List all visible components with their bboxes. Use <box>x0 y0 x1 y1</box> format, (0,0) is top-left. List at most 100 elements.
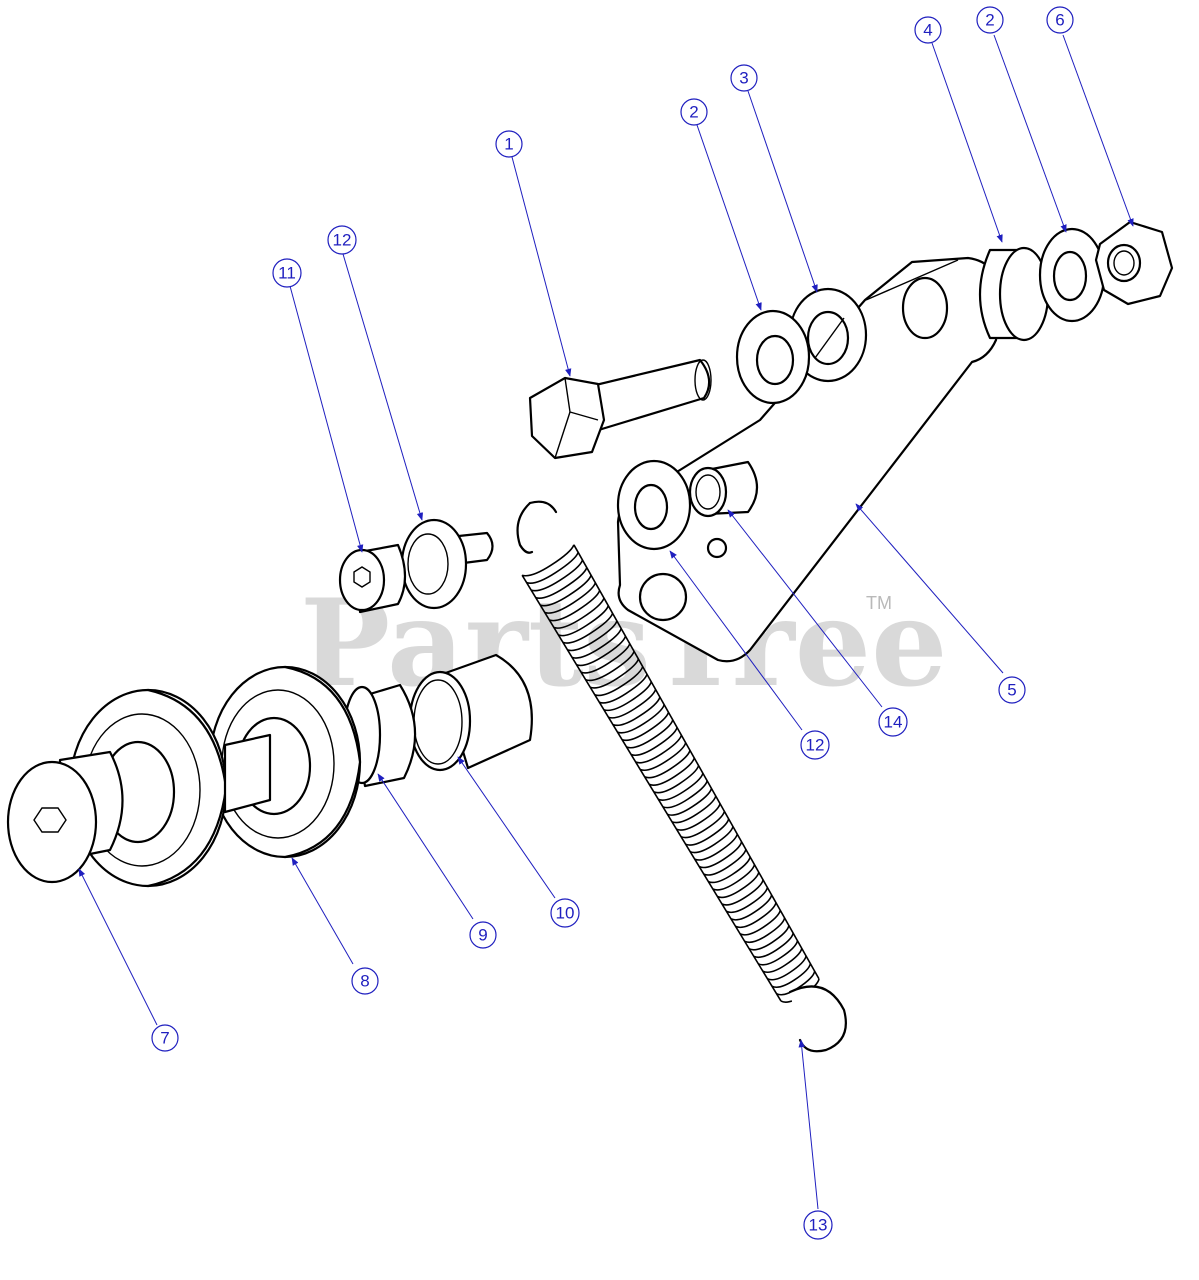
spring-coil <box>612 696 661 727</box>
callout-10-label: 10 <box>556 904 575 923</box>
callout-3-label: 3 <box>739 69 748 88</box>
bearing-rear-part <box>208 665 362 859</box>
spring-coil <box>721 879 764 906</box>
spring-coil <box>667 788 713 816</box>
spring-coil <box>680 811 726 839</box>
callout-10: 10 <box>550 898 580 928</box>
callout-2-right: 2 <box>976 6 1004 34</box>
spring-coil <box>735 902 777 929</box>
spring-coil <box>544 582 597 614</box>
spring-coil <box>535 567 588 599</box>
spring-coil <box>617 704 665 734</box>
callout-2-left: 2 <box>680 98 708 126</box>
callout-9: 9 <box>469 921 497 949</box>
spring-coil <box>753 932 794 959</box>
callout-13-label: 13 <box>809 1216 828 1235</box>
callout-6: 6 <box>1046 6 1074 34</box>
callout-14-label: 14 <box>884 713 903 732</box>
leader-lines <box>78 34 1134 1210</box>
spring-coil <box>571 628 622 659</box>
callout-5-label: 5 <box>1007 681 1016 700</box>
extension-spring-part <box>516 500 847 1053</box>
spring-coil <box>603 681 653 712</box>
callout-11: 11 <box>272 258 302 288</box>
callout-7: 7 <box>151 1024 179 1052</box>
callout-balloons: 1 2 3 4 2 6 12 11 5 14 12 <box>151 6 1074 1240</box>
spring-coil <box>653 765 700 794</box>
spring-coil <box>762 948 803 974</box>
washer-right-part <box>1038 227 1106 323</box>
callout-9-label: 9 <box>478 926 487 945</box>
spring-coil <box>676 803 721 831</box>
callout-2-right-label: 2 <box>985 11 994 30</box>
spring-coil <box>767 955 807 981</box>
callout-12-left-label: 12 <box>333 231 352 250</box>
callout-14: 14 <box>878 707 908 737</box>
spring-coil <box>562 613 614 644</box>
callout-6-label: 6 <box>1055 11 1064 30</box>
spring-coil <box>599 673 648 704</box>
spring-coil <box>717 872 760 899</box>
spring-coil <box>558 605 610 637</box>
spring-coil <box>540 574 592 607</box>
spring-coil <box>530 559 584 592</box>
spring-coil <box>748 925 790 951</box>
spring-coil <box>644 750 691 779</box>
callout-4: 4 <box>914 16 942 44</box>
spring-coil <box>589 658 640 689</box>
callout-1-label: 1 <box>504 135 513 154</box>
callout-7-label: 7 <box>160 1029 169 1048</box>
spring-coil <box>608 689 657 719</box>
spring-coil <box>689 826 734 854</box>
spring-coil <box>698 841 743 869</box>
spring-edge <box>521 574 782 1002</box>
spring-coil <box>635 734 683 764</box>
spring-coil <box>671 795 717 824</box>
callout-12-right-label: 12 <box>806 736 825 755</box>
spring-coil <box>739 910 782 936</box>
callout-11-label: 11 <box>278 264 296 283</box>
watermark-trademark: TM <box>866 593 892 613</box>
spring-coil <box>730 894 773 921</box>
bushing-part <box>688 460 759 518</box>
spring-coils <box>521 544 820 1003</box>
callout-13: 13 <box>803 1210 833 1240</box>
spring-coil <box>726 887 769 914</box>
callout-1: 1 <box>495 130 523 158</box>
spring-coil <box>744 917 786 944</box>
spring-coil <box>626 719 674 749</box>
hex-nut-part <box>1094 220 1174 306</box>
shoulder-bolt-part <box>338 518 494 614</box>
spring-coil <box>576 635 627 667</box>
spring-coil <box>553 597 605 629</box>
spacer-part <box>978 246 1050 342</box>
callout-2-left-label: 2 <box>689 103 698 122</box>
spring-coil <box>580 643 631 674</box>
callout-12-left: 12 <box>327 225 357 255</box>
spring-edge <box>573 544 820 980</box>
spring-coil <box>639 742 687 772</box>
spring-coil <box>526 552 579 584</box>
spring-coil <box>694 833 739 861</box>
spring-coil <box>521 544 575 577</box>
callout-12-right: 12 <box>800 730 830 760</box>
spring-coil <box>549 590 601 622</box>
spring-coil <box>630 727 678 757</box>
callout-3: 3 <box>730 64 758 92</box>
washer-12-right-part <box>616 459 692 551</box>
spring-coil <box>594 666 644 697</box>
spring-coil <box>648 757 696 786</box>
callout-4-label: 4 <box>923 21 932 40</box>
callout-8-label: 8 <box>360 972 369 991</box>
spring-coil <box>658 773 704 801</box>
callout-5: 5 <box>998 676 1026 704</box>
callout-8: 8 <box>351 967 379 995</box>
spring-coil <box>771 963 812 989</box>
spring-coil <box>585 651 635 682</box>
spring-coil <box>621 712 670 742</box>
spring-coil <box>707 856 751 884</box>
spring-coil <box>662 780 708 809</box>
spring-coil <box>703 849 747 876</box>
hex-bolt-part <box>528 358 712 460</box>
